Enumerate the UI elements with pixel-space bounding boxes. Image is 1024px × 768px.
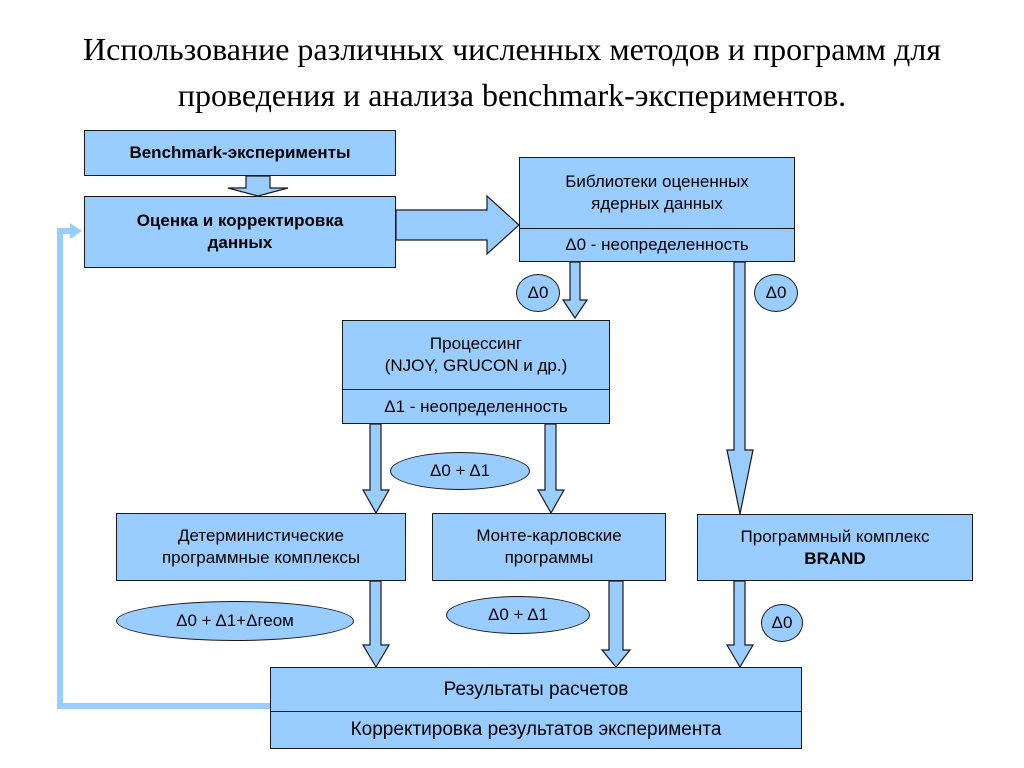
arrow-processing-to-montecarlo (536, 423, 566, 515)
results-line-1: Результаты расчетов (443, 678, 629, 700)
arrow-brand-to-results (725, 580, 755, 669)
montecarlo-line-2: программы (504, 548, 594, 567)
arrow-processing-to-deterministic (361, 423, 391, 515)
evaluation-line-1: Оценка и корректировка (136, 211, 344, 230)
delta0-delta1-oval-lower: Δ0 + Δ1 (446, 596, 590, 634)
feedback-arrow-line (57, 228, 270, 709)
results-box: Результаты расчетов Корректировка резуль… (270, 667, 802, 749)
montecarlo-box: Монте-карловские программы (432, 513, 666, 581)
processing-line-1: Процессинг (429, 334, 523, 353)
benchmark-label: Benchmark-эксперименты (129, 143, 351, 162)
montecarlo-line-1: Монте-карловские (476, 526, 622, 545)
arrow-montecarlo-to-results (600, 580, 632, 668)
arrow-evaluation-to-libraries (395, 194, 520, 256)
benchmark-box: Benchmark-эксперименты (84, 130, 396, 176)
arrow-benchmark-to-evaluation (227, 175, 289, 197)
arrow-libraries-to-brand (726, 261, 754, 515)
slide-title: Использование различных численных методо… (0, 26, 1024, 118)
deterministic-box: Детерминистические программные комплексы (116, 513, 406, 581)
processing-box: Процессинг (NJOY, GRUCON и др.) Δ1 - нео… (342, 320, 610, 424)
delta0-delta1-geom-oval: Δ0 + Δ1+Δгеом (116, 601, 354, 641)
delta0-delta1-oval-middle: Δ0 + Δ1 (390, 452, 530, 490)
delta0-oval-brand: Δ0 (761, 604, 803, 642)
title-line-1: Использование различных численных методо… (83, 31, 941, 67)
evaluation-line-2: данных (207, 233, 273, 252)
feedback-arrow-head (70, 223, 82, 239)
libraries-line-2: ядерных данных (591, 194, 723, 213)
libraries-uncertainty: Δ0 - неопределенность (520, 228, 794, 261)
delta0-oval-right: Δ0 (754, 274, 798, 312)
deterministic-line-2: программные комплексы (161, 548, 361, 567)
libraries-box: Библиотеки оцененных ядерных данных Δ0 -… (519, 157, 795, 262)
processing-line-2: (NJOY, GRUCON и др.) (384, 356, 568, 375)
brand-line-1: Программный комплекс (740, 526, 930, 546)
libraries-line-1: Библиотеки оцененных (565, 172, 749, 191)
results-line-2: Корректировка результатов эксперимента (271, 711, 801, 748)
deterministic-line-1: Детерминистические (178, 526, 344, 545)
arrow-libraries-to-processing (561, 261, 589, 320)
brand-box: Программный комплекс BRAND (697, 514, 973, 581)
title-line-2: проведения и анализа benchmark-экспериме… (177, 77, 847, 113)
delta0-oval-left: Δ0 (516, 274, 560, 312)
brand-line-2: BRAND (804, 548, 866, 568)
processing-uncertainty: Δ1 - неопределенность (343, 389, 609, 423)
arrow-deterministic-to-results (361, 580, 391, 669)
evaluation-box: Оценка и корректировка данных (84, 196, 396, 268)
